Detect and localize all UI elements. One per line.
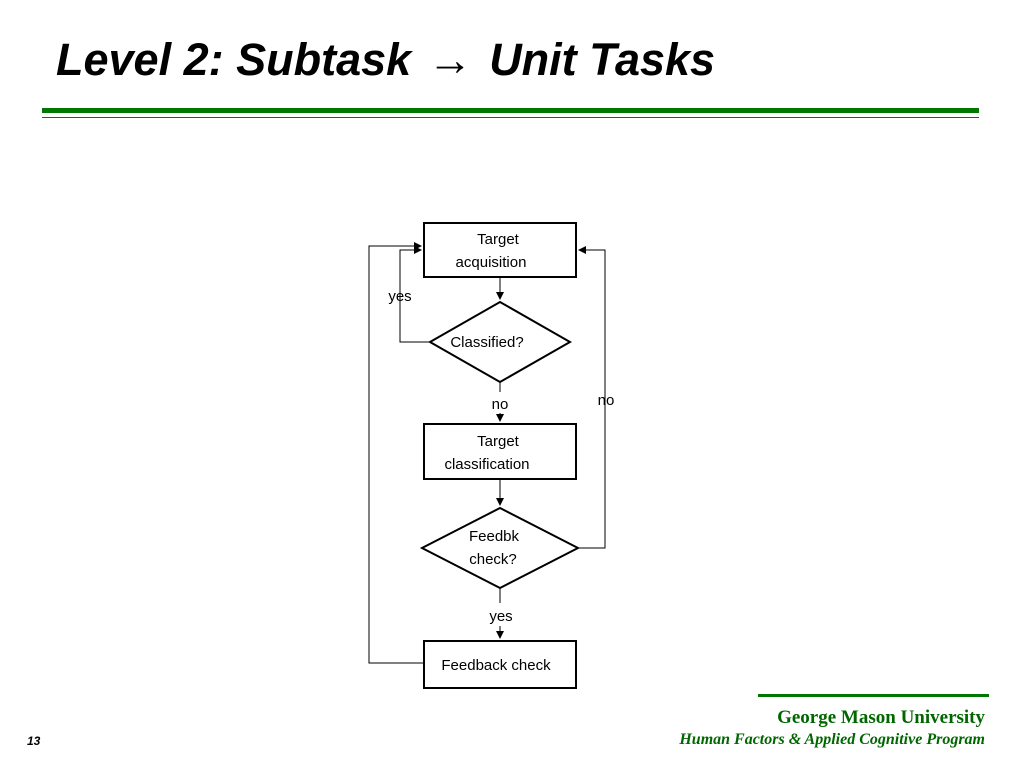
edge-label-feedbk-yes: yes [489, 608, 512, 625]
edge-label-feedbk-no: no [598, 392, 615, 409]
edge-label-classified-no: no [492, 396, 509, 413]
node-feedback-check-label: Feedback check [441, 657, 551, 674]
footer-program: Human Factors & Applied Cognitive Progra… [679, 731, 985, 748]
edge-feedback-outer-loop [368, 242, 424, 664]
decision-feedbk-check-line2: check? [469, 551, 517, 568]
node-feedback-check [423, 640, 577, 689]
footer-underline [758, 694, 989, 697]
page-number: 13 [27, 734, 41, 748]
title-part-2: Unit Tasks [489, 34, 716, 85]
decision-feedbk-check-line1: Feedbk [469, 528, 520, 545]
decision-classified-label: Classified? [450, 334, 523, 351]
node-target-acquisition-line1: Target [477, 231, 520, 248]
node-target-classification-line2: classification [444, 456, 529, 473]
decision-feedbk-check [419, 506, 581, 590]
right-arrow-icon: → [427, 34, 473, 85]
edge-feedbk-no-loop [578, 246, 606, 549]
title-underline-thin [42, 117, 979, 118]
edge-classified-yes-loop [399, 246, 430, 343]
slide-title: Level 2: Subtask → Unit Tasks [56, 34, 715, 86]
title-underline-thick [42, 108, 979, 113]
edge-label-classified-yes: yes [388, 288, 411, 305]
node-target-acquisition-line2: acquisition [456, 254, 527, 271]
footer-university: George Mason University [777, 707, 985, 728]
title-part-1: Level 2: Subtask [56, 34, 412, 85]
node-target-classification-line1: Target [477, 433, 520, 450]
